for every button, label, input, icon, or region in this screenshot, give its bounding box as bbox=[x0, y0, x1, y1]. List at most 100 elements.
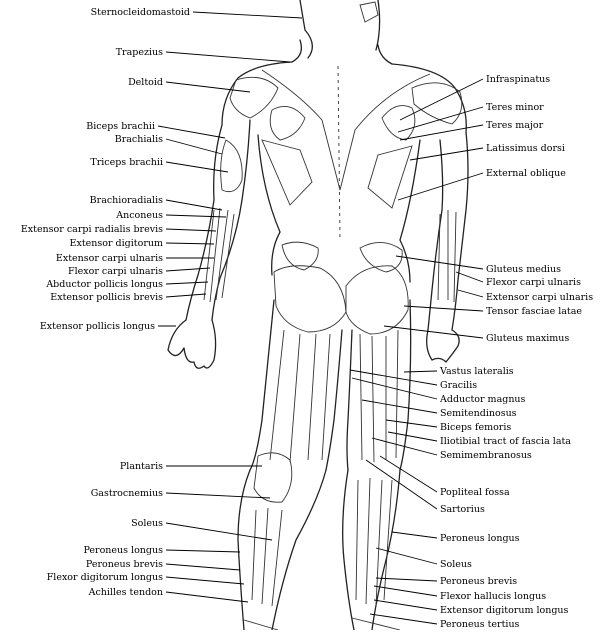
leader-ext-carpi-ulnaris-r bbox=[457, 289, 484, 298]
leader-biceps-femoris bbox=[385, 419, 438, 428]
leader-teres-minor bbox=[397, 106, 484, 133]
latissimus-left bbox=[261, 139, 313, 206]
leader-flex-carpi-ulnaris-r bbox=[455, 271, 484, 283]
hip-outline bbox=[271, 231, 411, 283]
label-gluteus-medius: Gluteus medius bbox=[486, 264, 561, 275]
label-ext-carpi-ulnaris-r: Extensor carpi ulnaris bbox=[486, 292, 593, 303]
gluteus-medius-right bbox=[359, 242, 403, 273]
label-infraspinatus: Infraspinatus bbox=[486, 74, 550, 85]
right-hand bbox=[426, 329, 460, 363]
leader-gracilis bbox=[349, 369, 438, 386]
right-thigh-outline bbox=[346, 299, 412, 471]
leader-popliteal bbox=[379, 455, 438, 493]
label-flex-carpi-ulnaris-r: Flexor carpi ulnaris bbox=[486, 277, 581, 288]
label-ext-oblique: External oblique bbox=[486, 168, 566, 179]
label-abd-pollicis-longus: Abductor pollicis longus bbox=[45, 279, 163, 290]
leader-vastus-lateralis bbox=[403, 370, 438, 373]
label-peroneus-tertius: Peroneus tertius bbox=[440, 619, 520, 630]
leader-ext-dig-longus bbox=[373, 599, 438, 611]
right-forearm-lines bbox=[437, 210, 457, 303]
label-peroneus-longus-r: Peroneus longus bbox=[440, 533, 520, 544]
spine-line bbox=[337, 65, 341, 241]
leader-semimembranosus bbox=[371, 437, 438, 456]
label-semitendinosus: Semitendinosus bbox=[440, 408, 517, 419]
leader-triceps-brachii bbox=[165, 161, 229, 173]
left-triceps bbox=[220, 139, 243, 193]
leader-ext-pollicis-brevis bbox=[165, 293, 207, 298]
infraspinatus-left bbox=[269, 105, 306, 141]
head-outline bbox=[299, 0, 381, 59]
gluteus-medius-left bbox=[281, 241, 319, 271]
leader-peroneus-brevis-l bbox=[165, 563, 241, 571]
label-biceps-femoris: Biceps femoris bbox=[440, 422, 511, 433]
label-gracilis: Gracilis bbox=[440, 380, 477, 391]
label-tensor-fasciae: Tensor fasciae latae bbox=[486, 306, 582, 317]
leader-sartorius bbox=[365, 459, 438, 510]
label-ext-pollicis-longus: Extensor pollicis longus bbox=[40, 321, 155, 332]
label-flex-hallucis: Flexor hallucis longus bbox=[440, 591, 546, 602]
label-ext-carpi-rad-brevis: Extensor carpi radialis brevis bbox=[21, 224, 163, 235]
label-anconeus: Anconeus bbox=[115, 210, 163, 221]
label-triceps-brachii: Triceps brachii bbox=[90, 157, 163, 168]
leader-ext-oblique bbox=[397, 172, 484, 201]
leader-biceps-brachii bbox=[157, 125, 226, 139]
label-ext-digitorum: Extensor digitorum bbox=[70, 238, 163, 249]
left-forearm-lines bbox=[203, 207, 235, 303]
left-arm-outline bbox=[185, 119, 251, 321]
leader-brachialis bbox=[165, 138, 223, 155]
leader-tensor-fasciae bbox=[403, 305, 484, 312]
infraspinatus-right bbox=[381, 105, 416, 141]
label-popliteal: Popliteal fossa bbox=[440, 487, 510, 498]
label-gastrocnemius: Gastrocnemius bbox=[91, 488, 163, 499]
label-brachioradialis: Brachioradialis bbox=[90, 195, 163, 206]
label-peroneus-brevis-r: Peroneus brevis bbox=[440, 576, 517, 587]
leader-ext-carpi-rad-brevis bbox=[165, 228, 217, 232]
label-flex-carpi-ulnaris-l: Flexor carpi ulnaris bbox=[68, 266, 163, 277]
trapezius-muscle bbox=[261, 69, 431, 191]
deltoid-left bbox=[229, 76, 279, 119]
label-brachialis: Brachialis bbox=[115, 134, 163, 145]
label-trapezius: Trapezius bbox=[116, 47, 163, 58]
label-soleus-l: Soleus bbox=[131, 518, 163, 529]
leader-achilles bbox=[165, 591, 249, 603]
label-peroneus-longus-l: Peroneus longus bbox=[83, 545, 163, 556]
trapezius-outline bbox=[221, 61, 467, 133]
label-gluteus-maximus: Gluteus maximus bbox=[486, 333, 569, 344]
leader-gluteus-medius bbox=[395, 255, 484, 270]
leader-ext-digitorum bbox=[165, 242, 215, 245]
right-thigh-muscles bbox=[359, 329, 399, 463]
label-soleus-r: Soleus bbox=[440, 559, 472, 570]
label-biceps-brachii: Biceps brachii bbox=[86, 121, 155, 132]
label-sartorius: Sartorius bbox=[440, 504, 485, 515]
left-hand bbox=[167, 319, 217, 369]
leader-abd-pollicis-longus bbox=[165, 281, 209, 285]
leader-flex-dig-longus bbox=[165, 576, 245, 585]
leader-sternocleidomastoid bbox=[192, 11, 303, 19]
gluteus-maximus-right bbox=[345, 265, 409, 335]
right-arm-outline bbox=[427, 131, 469, 331]
leader-trapezius bbox=[165, 51, 291, 63]
right-calf-lines bbox=[355, 477, 393, 607]
leader-latissimus bbox=[409, 147, 484, 161]
label-latissimus: Latissimus dorsi bbox=[486, 143, 565, 154]
gluteus-maximus-left bbox=[273, 265, 347, 333]
neck-outline bbox=[291, 39, 393, 65]
leader-deltoid bbox=[165, 81, 251, 93]
label-adductor-magnus: Adductor magnus bbox=[439, 394, 526, 405]
label-teres-major: Teres major bbox=[486, 120, 544, 131]
left-thigh-outline bbox=[249, 299, 343, 471]
deltoid-right bbox=[411, 82, 463, 125]
label-ext-pollicis-brevis: Extensor pollicis brevis bbox=[50, 292, 163, 303]
leader-semitendinosus bbox=[361, 399, 438, 414]
body-illustration bbox=[167, 0, 469, 631]
leader-peroneus-tertius bbox=[369, 613, 438, 625]
head-patch bbox=[359, 1, 379, 23]
leader-brachioradialis bbox=[165, 199, 223, 211]
label-deltoid: Deltoid bbox=[128, 77, 163, 88]
leader-flex-carpi-ulnaris-l bbox=[165, 267, 211, 272]
left-thigh-muscles bbox=[269, 329, 331, 463]
leader-teres-major bbox=[399, 124, 484, 141]
leader-flex-hallucis bbox=[373, 585, 438, 597]
